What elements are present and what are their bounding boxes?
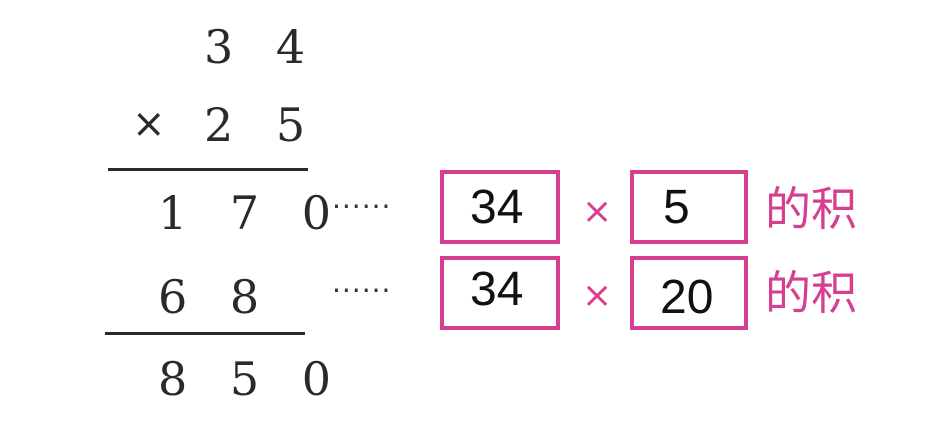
product-label-1: 的积 [765, 182, 857, 236]
box-multiplier-1-value: 5 [663, 181, 690, 234]
final-product: 8 5 0 [158, 352, 346, 406]
times-sign-2: × [582, 275, 613, 316]
box-multiplicand-1 [440, 170, 560, 244]
box-multiplicand-2-value: 34 [470, 263, 524, 316]
times-sign-1: × [582, 191, 613, 232]
product-label-2: 的积 [765, 266, 857, 320]
partial-product-2: 6 8 [158, 270, 274, 324]
rule-line-bottom [105, 332, 305, 335]
box-multiplicand-2 [440, 256, 560, 330]
box-multiplier-1 [630, 170, 748, 244]
multiplicand: 3 4 [204, 20, 320, 74]
multiplier-sign: × [132, 101, 180, 147]
box-multiplicand-1-value: 34 [470, 181, 524, 234]
leader-dots-1: ······ [332, 190, 392, 223]
box-multiplier-2 [630, 256, 748, 330]
box-multiplier-2-value: 20 [660, 271, 714, 324]
leader-dots-2: ······ [332, 274, 392, 307]
rule-line-top [108, 168, 308, 171]
multiplier: 2 5 [204, 98, 320, 152]
partial-product-1: 1 7 0 [158, 186, 346, 240]
